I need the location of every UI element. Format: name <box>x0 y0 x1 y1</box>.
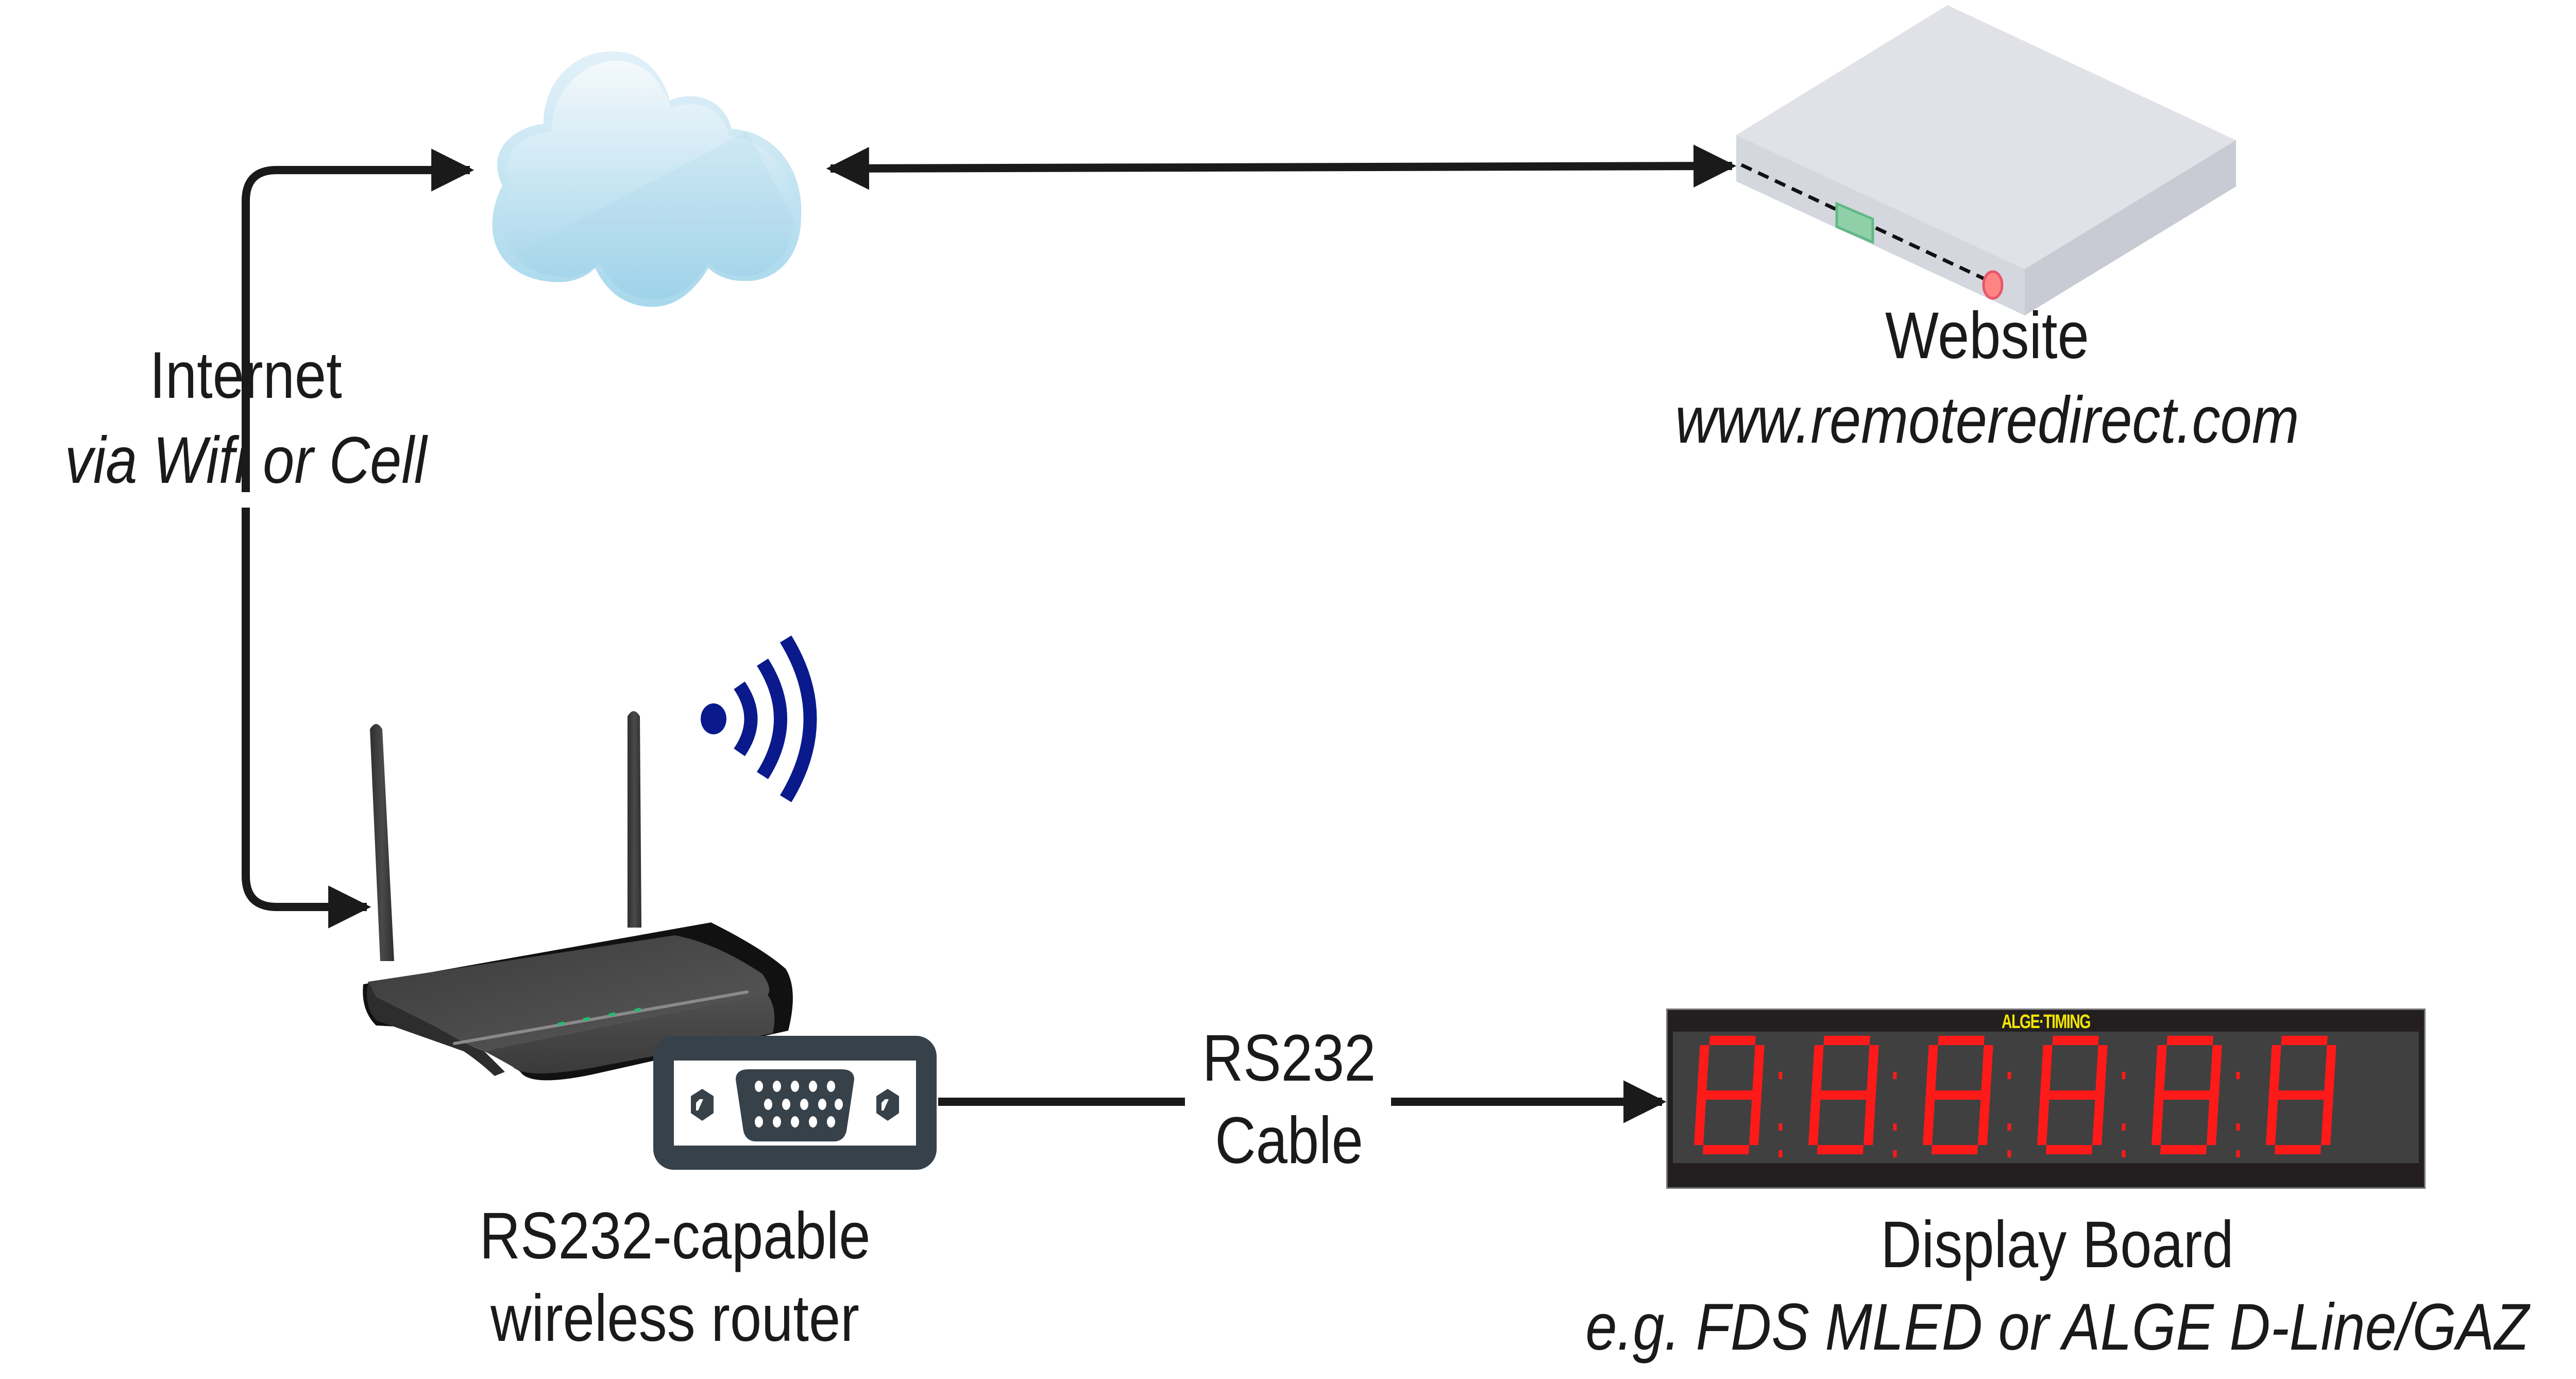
display-segment-c <box>2207 1095 2219 1145</box>
server-label: Website <box>1885 299 2089 373</box>
display-segment-b <box>2095 1045 2108 1095</box>
display-segment-c <box>2321 1095 2333 1145</box>
display-segment-f <box>2040 1045 2053 1095</box>
display-board-label: Display Board <box>1880 1208 2234 1282</box>
display-segment-e <box>1694 1095 1706 1145</box>
cloud-server-link <box>826 144 1737 190</box>
display-digit <box>2151 1036 2222 1154</box>
display-segment-c <box>1749 1095 1761 1145</box>
display-separator-dot <box>2007 1123 2011 1131</box>
display-digit <box>2037 1036 2108 1154</box>
display-segment-g <box>2278 1090 2325 1100</box>
display-digit <box>1808 1036 1879 1154</box>
display-segment-d <box>1702 1145 1750 1154</box>
internet-link-sublabel: via Wifi or Cell <box>64 424 427 497</box>
display-board-sublabel-prefix: e.g. <box>1585 1290 1696 1364</box>
wireless-router-icon <box>363 711 793 1081</box>
cable-label-line2: Cable <box>1215 1104 1363 1178</box>
display-segment-a <box>1709 1036 1756 1045</box>
display-board-sublabel: e.g. FDS MLED or ALGE D-Line/GAZ <box>1585 1294 2529 1360</box>
display-segment-a <box>2281 1036 2328 1045</box>
display-brand-label: ALGE·TIMING <box>2002 1011 2091 1033</box>
display-segment-e <box>2266 1095 2278 1145</box>
display-segment-c <box>1978 1095 1990 1145</box>
internet-link-line-upper <box>242 148 474 492</box>
display-segment-f <box>2268 1045 2281 1095</box>
display-segment-b <box>1752 1045 1765 1095</box>
wifi-signal-icon <box>701 635 817 802</box>
display-segment-d <box>2045 1145 2093 1154</box>
router-antenna-right <box>628 711 641 928</box>
display-segment-d <box>2160 1145 2207 1154</box>
display-segment-a <box>1938 1036 1985 1045</box>
display-segment-g <box>1935 1090 1981 1100</box>
display-digit <box>2266 1036 2336 1154</box>
server-url[interactable]: www.remoteredirect.com <box>1675 383 2299 457</box>
display-segment-a <box>2166 1036 2213 1045</box>
internet-link-line-lower <box>242 508 367 907</box>
display-segment-g <box>2049 1090 2096 1100</box>
display-segment-b <box>2324 1045 2336 1095</box>
display-segment-f <box>1697 1045 1709 1095</box>
display-segment-f <box>1925 1045 1938 1095</box>
display-segment-e <box>2151 1095 2164 1145</box>
display-segment-b <box>2209 1045 2222 1095</box>
display-separator-dot <box>2122 1123 2126 1131</box>
display-separator-dot <box>1893 1123 1897 1131</box>
server-status-panel <box>1835 201 1874 244</box>
display-separator-dot <box>1778 1150 1783 1157</box>
led-display-board-icon: ALGE·TIMING <box>1666 1008 2426 1189</box>
display-segment-e <box>2037 1095 2049 1145</box>
display-separator-dot <box>2122 1072 2126 1079</box>
display-segment-g <box>1820 1090 1867 1100</box>
display-segment-b <box>1980 1045 1993 1095</box>
display-segment-f <box>2154 1045 2167 1095</box>
display-segment-f <box>1811 1045 1824 1095</box>
display-segment-g <box>1706 1090 1753 1100</box>
display-separator-dot <box>2236 1150 2240 1157</box>
display-segment-a <box>2052 1036 2099 1045</box>
router-label-line2: wireless router <box>490 1282 859 1355</box>
display-separator-dot <box>2236 1072 2240 1079</box>
display-segment-e <box>1923 1095 1935 1145</box>
display-digit <box>1694 1036 1765 1154</box>
display-segment-a <box>1823 1036 1870 1045</box>
display-separator-dot <box>2007 1150 2011 1157</box>
router-status-leds <box>557 1007 641 1026</box>
cable-label-line1: RS232 <box>1202 1021 1376 1095</box>
display-segment-d <box>1817 1145 1864 1154</box>
display-separator-dot <box>2007 1072 2011 1079</box>
display-segment-d <box>1931 1145 1978 1154</box>
display-digits <box>1694 1036 2336 1157</box>
server-icon <box>1736 5 2236 315</box>
display-segment-d <box>2274 1145 2321 1154</box>
display-separator-dot <box>1893 1150 1897 1157</box>
display-board-sublabel-models: FDS MLED or ALGE D-Line/GAZ <box>1696 1290 2529 1364</box>
cloud-icon <box>492 51 802 307</box>
display-separator-dot <box>1778 1072 1783 1079</box>
server-power-led <box>1982 270 2004 300</box>
display-separator-dot <box>2236 1123 2240 1131</box>
router-antenna-left <box>370 724 394 961</box>
display-separator-dot <box>1893 1072 1897 1079</box>
router-label-line1: RS232-capable <box>479 1199 871 1273</box>
display-segment-c <box>2092 1095 2105 1145</box>
display-segment-g <box>2163 1090 2210 1100</box>
db9-serial-port-icon[interactable] <box>651 1033 939 1172</box>
display-separator-dot <box>2122 1150 2126 1157</box>
internet-link-label: Internet <box>149 339 342 412</box>
display-segment-e <box>1808 1095 1821 1145</box>
display-segment-c <box>1863 1095 1876 1145</box>
display-separator-dot <box>1778 1123 1783 1131</box>
display-segment-b <box>1866 1045 1879 1095</box>
display-digit <box>1923 1036 1993 1154</box>
